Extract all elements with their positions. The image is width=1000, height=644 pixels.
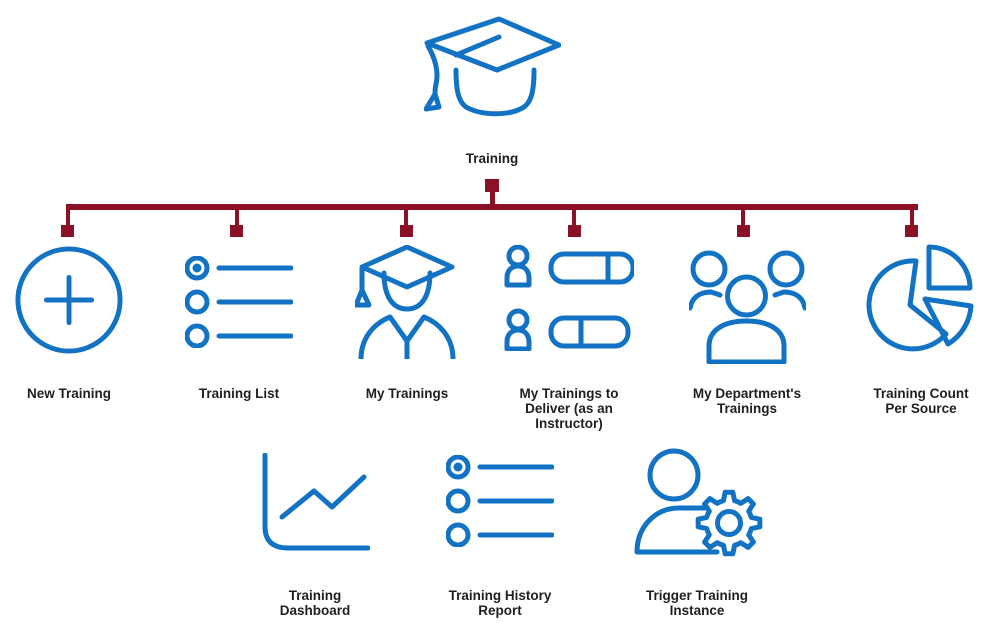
node-my-trainings[interactable]: My Trainings <box>332 245 482 401</box>
node-training-list[interactable]: Training List <box>164 256 314 401</box>
node-training-history-report[interactable]: Training History Report <box>425 455 575 618</box>
node-label: My Department's Trainings <box>692 386 802 416</box>
radio-list-icon <box>446 455 554 547</box>
graduate-person-icon <box>355 245 459 359</box>
node-training-dashboard[interactable]: Training Dashboard <box>240 453 390 618</box>
people-status-bars-icon <box>504 245 634 351</box>
node-label: Training List <box>198 386 280 401</box>
node-trigger-training-instance[interactable]: Trigger Training Instance <box>622 448 772 618</box>
person-gear-icon <box>629 448 766 560</box>
graduation-cap-icon <box>423 12 561 119</box>
people-group-icon <box>688 246 806 364</box>
radio-list-icon <box>185 256 293 348</box>
node-label: Training <box>465 151 519 166</box>
node-label: My Trainings to Deliver (as an Instructo… <box>519 386 619 431</box>
node-training-root[interactable]: Training <box>417 12 567 166</box>
node-label: Training History Report <box>448 588 552 618</box>
node-my-trainings-to-deliver[interactable]: My Trainings to Deliver (as an Instructo… <box>494 245 644 431</box>
node-label: Training Count Per Source <box>873 386 969 416</box>
node-label: Trigger Training Instance <box>645 588 748 618</box>
node-label: My Trainings <box>365 386 449 401</box>
line-chart-icon <box>260 453 370 553</box>
node-my-departments-trainings[interactable]: My Department's Trainings <box>672 246 822 416</box>
node-label: Training Dashboard <box>279 588 351 618</box>
connector-shapes <box>61 179 918 237</box>
pie-chart-icon <box>865 243 977 358</box>
add-circle-icon <box>14 245 124 355</box>
node-new-training[interactable]: New Training <box>0 245 144 401</box>
node-training-count-per-source[interactable]: Training Count Per Source <box>846 243 996 416</box>
node-label: New Training <box>26 386 112 401</box>
